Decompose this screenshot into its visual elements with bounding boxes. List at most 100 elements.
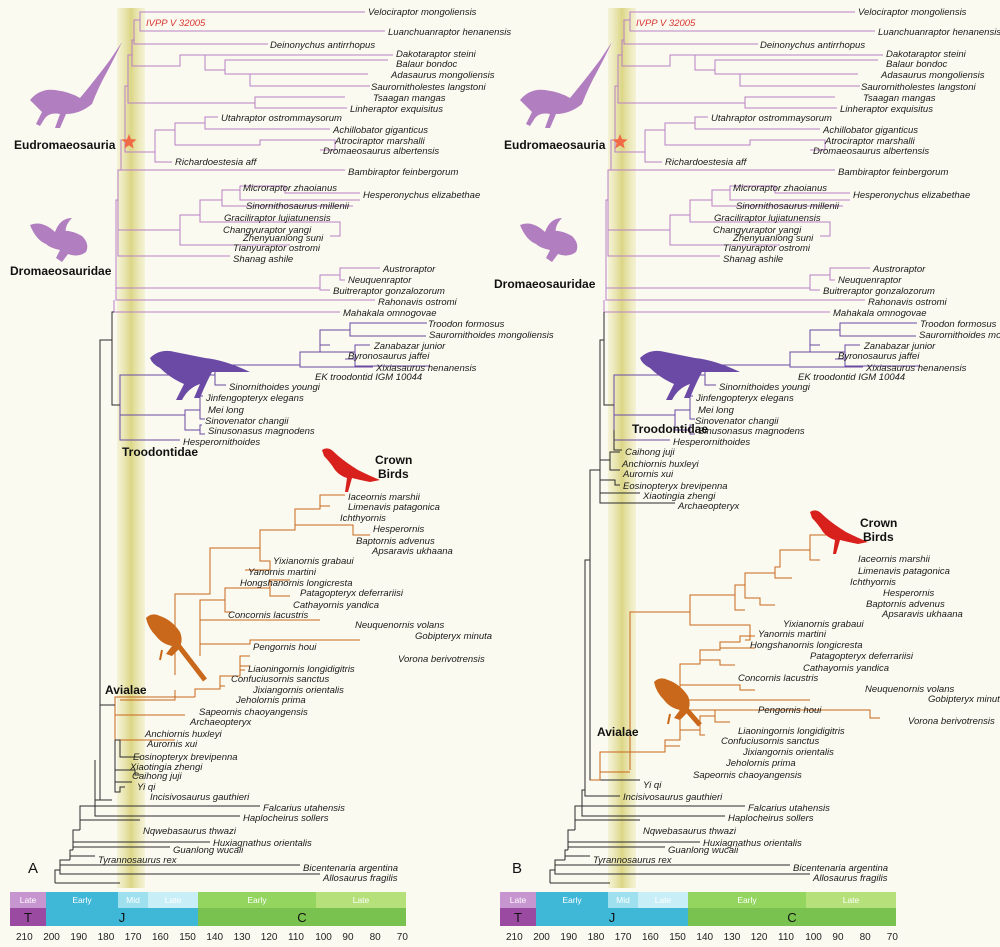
taxon-label: Hesperonychus elizabethae (853, 190, 970, 201)
epoch-label: Late (510, 895, 527, 905)
taxon-label: Saurornithoides mongoliensis (919, 330, 1000, 341)
taxon-label: Apsaravis ukhaana (371, 546, 453, 557)
taxon-label: Neuquenornis volans (355, 620, 445, 631)
taxon-label: Saurornitholestes langstoni (861, 82, 976, 93)
taxon-label: Caihong juji (625, 447, 676, 458)
dromaeosaur-silhouette-b (520, 42, 612, 128)
feathered-dromaeosaur-silhouette-b (520, 218, 578, 262)
taxon-label: Adasaurus mongoliensis (390, 70, 495, 81)
period-box (198, 908, 406, 926)
taxon-label: Aurornis xui (622, 469, 674, 480)
tree-panel-b (549, 11, 920, 884)
time-tick-label: 70 (887, 932, 899, 943)
taxon-label: Microraptor zhaoianus (733, 183, 827, 194)
time-tick-label: 70 (397, 932, 409, 943)
period-label: J (609, 910, 616, 925)
taxon-label: Limenavis patagonica (858, 566, 950, 577)
clade-label-birds-a: Birds (378, 467, 409, 481)
taxon-label: Jixiangornis orientalis (252, 685, 344, 696)
taxon-label: Archaeopteryx (677, 501, 741, 512)
clade-label-troodontidae-b: Troodontidae (632, 422, 708, 436)
taxon-label: Pengornis houi (253, 642, 317, 653)
period-label: T (514, 910, 522, 925)
time-tick-label: 90 (342, 932, 354, 943)
time-tick-label: 110 (778, 932, 794, 943)
taxon-label: Incisivosaurus gauthieri (623, 792, 723, 803)
taxon-label: Dromaeosaurus albertensis (813, 146, 929, 157)
taxon-label: Zanabazar junior (373, 341, 446, 352)
time-tick-label: 150 (179, 932, 196, 943)
taxon-label: Sinornithosaurus millenii (736, 201, 840, 212)
taxon-label: Patagopteryx deferrariisi (810, 651, 914, 662)
period-box (536, 908, 688, 926)
epoch-box (198, 892, 316, 908)
taxon-label: Graciliraptor lujiatunensis (714, 213, 821, 224)
clade-label-eudromaeosauria-b: Eudromaeosauria (504, 138, 606, 152)
taxon-label: Allosaurus fragilis (812, 873, 888, 884)
taxon-label: Richardoestesia aff (175, 157, 258, 168)
mid-jurassic-band-b (608, 8, 636, 888)
taxon-label: Limenavis patagonica (348, 502, 440, 513)
taxon-label: Jixiangornis orientalis (742, 747, 834, 758)
taxon-label: Jeholornis prima (725, 758, 796, 769)
taxon-label: Yi qi (643, 780, 662, 791)
taxon-label: Byronosaurus jaffei (348, 351, 430, 362)
taxon-label: Hesperornithoides (673, 437, 750, 448)
time-tick-label: 100 (805, 932, 822, 943)
taxon-label: Changyuraptor yangi (713, 225, 802, 236)
taxon-label: Dromaeosaurus albertensis (323, 146, 439, 157)
epoch-box (536, 892, 608, 908)
taxon-label: Cathayornis yandica (803, 663, 889, 674)
taxon-label: Zhenyuanlong suni (732, 233, 814, 244)
taxon-label: Incisivosaurus gauthieri (150, 792, 250, 803)
taxon-label: Vorona berivotrensis (398, 654, 485, 665)
taxon-label: Sinornithoides youngi (229, 382, 321, 393)
taxon-label: Austroraptor (382, 264, 436, 275)
taxon-label: Sinovenator changii (205, 416, 289, 427)
time-tick-label: 110 (288, 932, 304, 943)
taxon-label: Saurornithoides mongoliensis (429, 330, 554, 341)
clade-label-avialae-a: Avialae (105, 683, 147, 697)
taxon-label: Baptornis advenus (866, 599, 945, 610)
taxon-label: Bambiraptor feinbergorum (348, 167, 458, 178)
taxon-label: Luanchuanraptor henanensis (388, 27, 511, 38)
taxon-label: Bicentenaria argentina (793, 863, 888, 874)
clade-label-eudromaeosauria-a: Eudromaeosauria (14, 138, 116, 152)
clade-label-avialae-b: Avialae (597, 725, 639, 739)
taxon-label: Gobipteryx minuta (415, 631, 492, 642)
taxon-label: Tyrannosaurus rex (593, 855, 673, 866)
taxon-label: Changyuraptor yangi (223, 225, 312, 236)
time-tick-label: 140 (696, 932, 713, 943)
epoch-box (316, 892, 406, 908)
period-label: C (787, 910, 796, 925)
taxon-label: Hesperonychus elizabethae (363, 190, 480, 201)
taxon-label: Tyrannosaurus rex (98, 855, 178, 866)
taxon-label: Tsaagan mangas (863, 93, 936, 104)
epoch-box (638, 892, 688, 908)
taxon-label: Mahakala omnogovae (833, 308, 926, 319)
taxon-label: Bicentenaria argentina (303, 863, 398, 874)
taxon-label: Sinusonasus magnodens (698, 426, 805, 437)
taxon-label: Neuquenraptor (348, 275, 412, 286)
taxon-label: Falcarius utahensis (748, 803, 830, 814)
taxon-label: Baptornis advenus (356, 536, 435, 547)
time-tick-label: 180 (98, 932, 115, 943)
taxon-label: IVPP V 32005 (636, 18, 696, 29)
time-tick-label: 210 (16, 932, 33, 943)
period-label: T (24, 910, 32, 925)
taxon-label: Confuciusornis sanctus (231, 674, 329, 685)
taxon-label: Balaur bondoc (886, 59, 948, 70)
feathered-dromaeosaur-silhouette-a (30, 218, 88, 262)
taxon-label: Neuquenraptor (838, 275, 902, 286)
taxon-label: Troodon formosus (428, 319, 505, 330)
taxon-label: Xixiasaurus henanensis (375, 363, 477, 374)
epoch-label: Late (353, 895, 370, 905)
taxon-label: Anchiornis huxleyi (621, 459, 699, 470)
time-tick-label: 120 (261, 932, 278, 943)
clade-label-dromaeosauridae-a: Dromaeosauridae (10, 264, 112, 278)
taxon-label: Dakotaraptor steini (396, 49, 477, 60)
taxon-label: Sapeornis chaoyangensis (199, 707, 308, 718)
taxon-label: Luanchuanraptor henanensis (878, 27, 1000, 38)
